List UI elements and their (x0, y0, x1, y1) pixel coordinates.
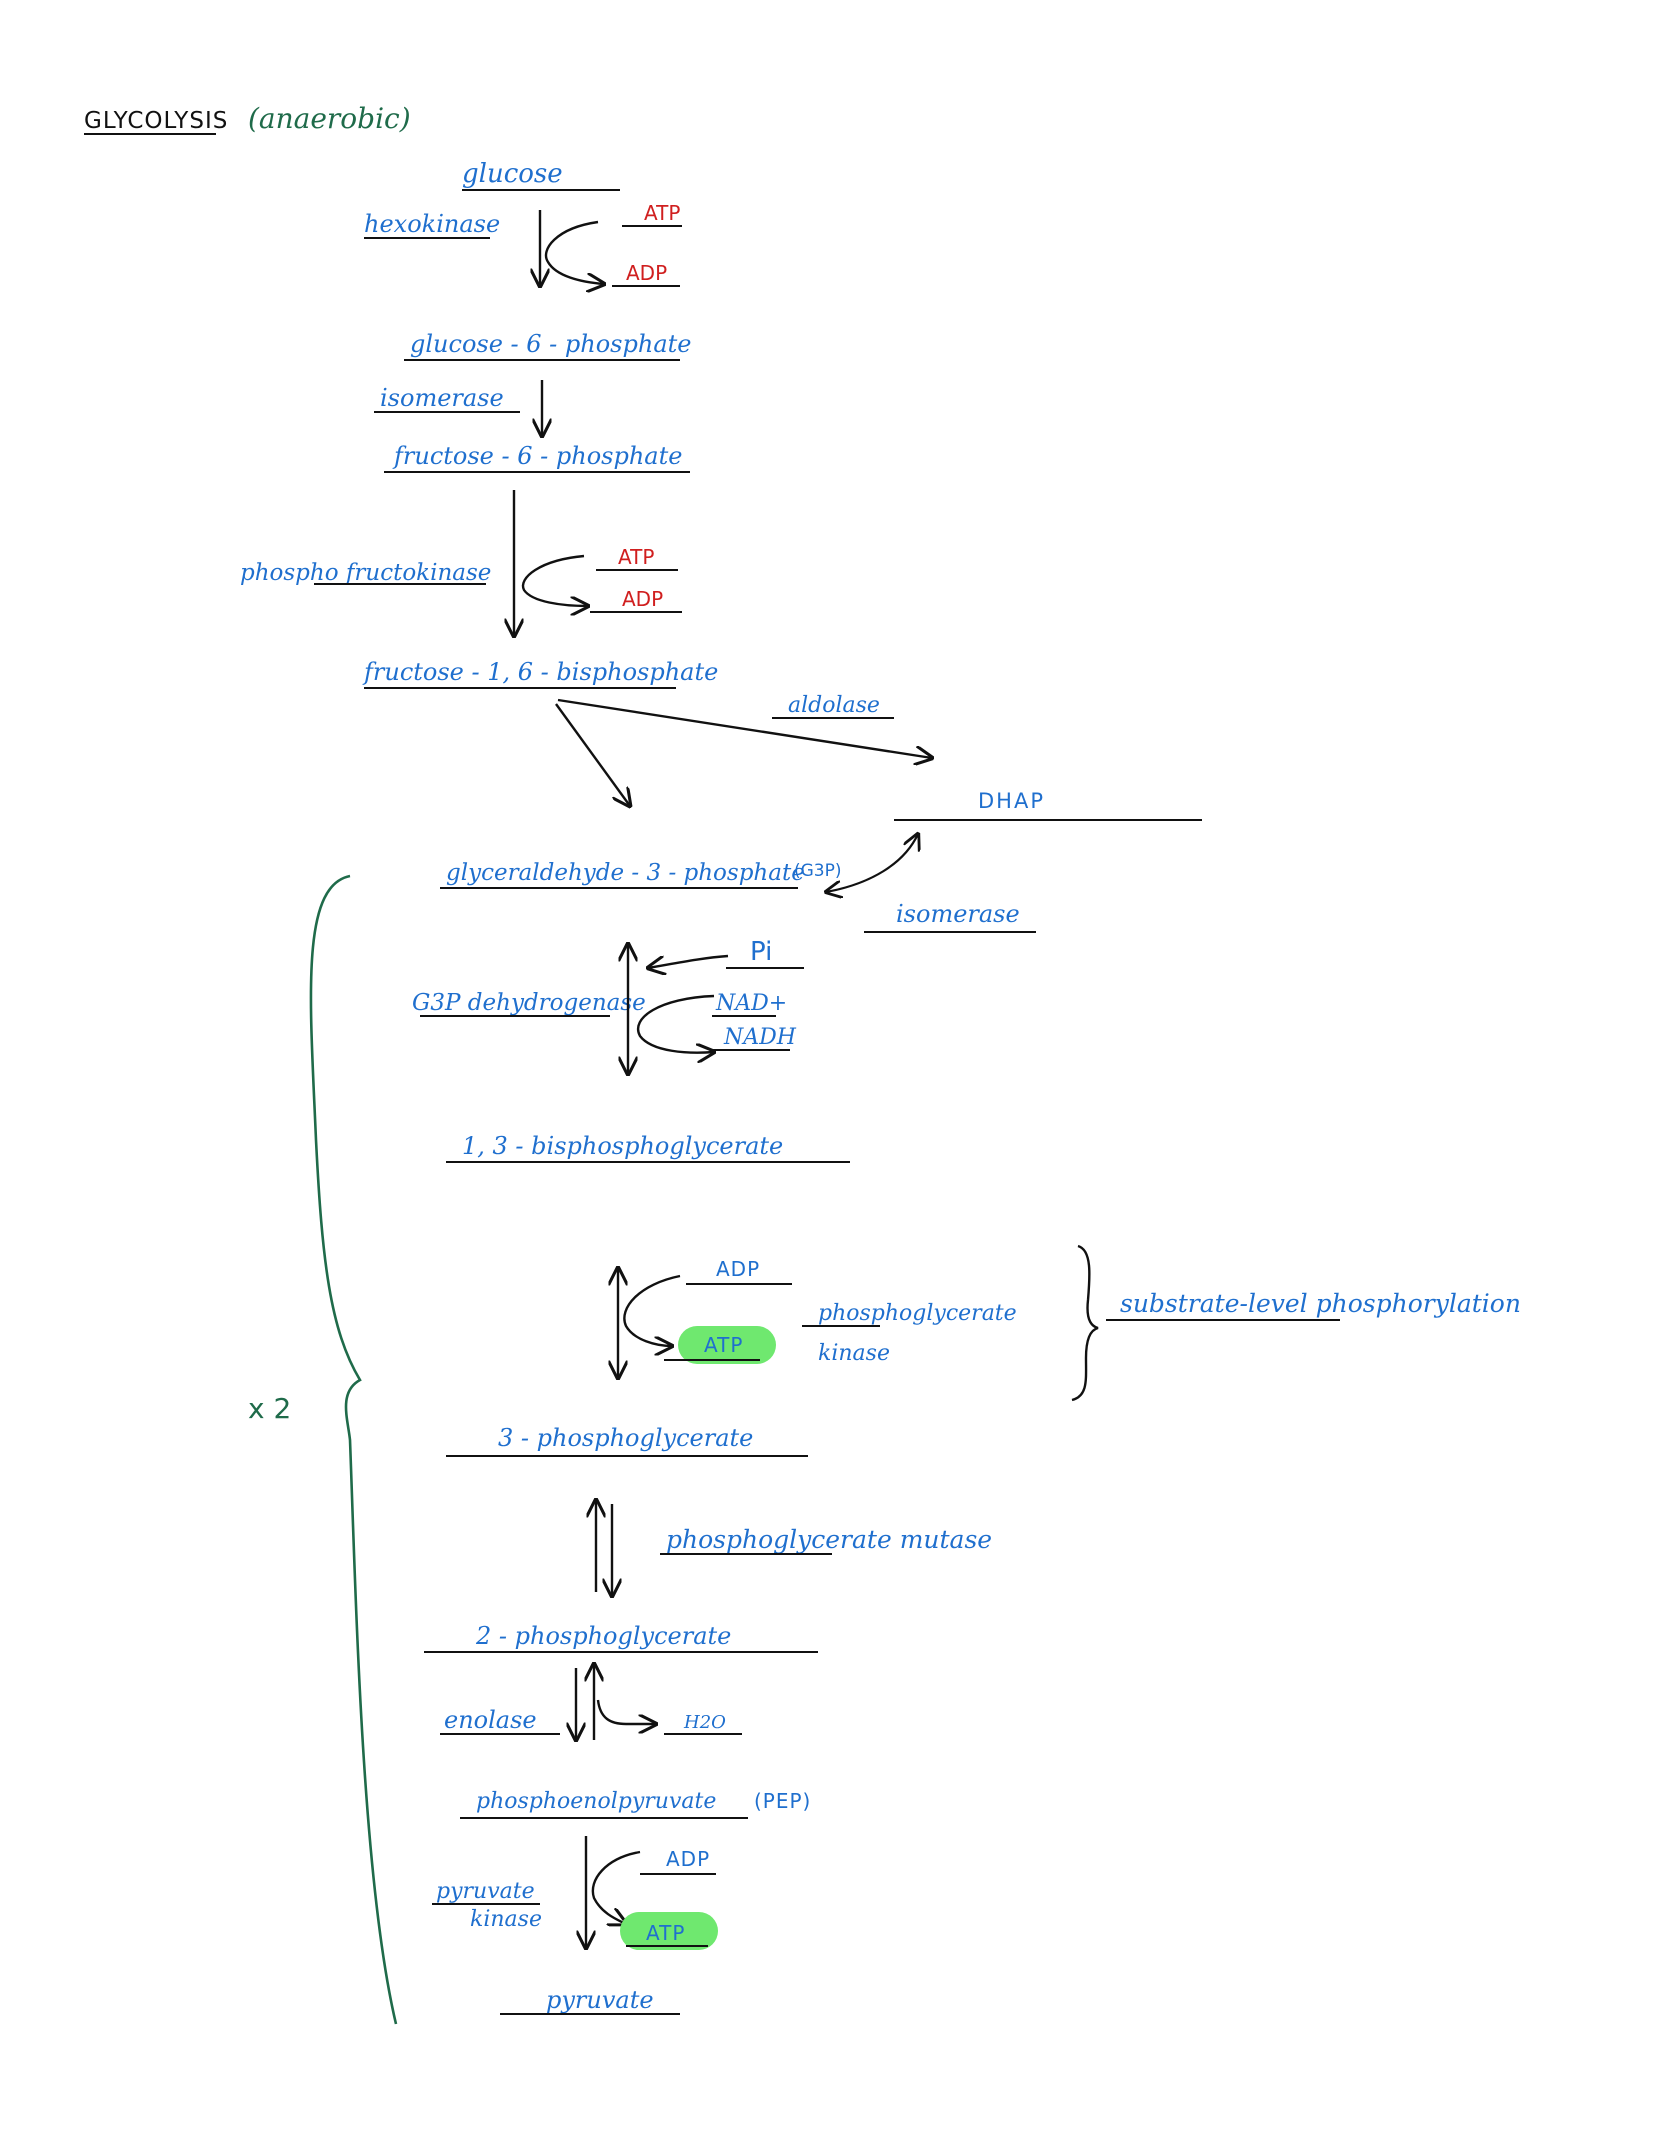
metabolite-3-phosphoglycerate: 3 - phosphoglycerate (498, 1424, 753, 1452)
metabolite-2-phosphoglycerate: 2 - phosphoglycerate (475, 1622, 731, 1650)
cofactor-curve (623, 1274, 681, 1346)
metabolite-fructose-6-phosphate: fructose - 6 - phosphate (392, 442, 682, 470)
pi-arrow (648, 954, 729, 968)
metabolite-phosphoenolpyruvate: phosphoenolpyruvate (476, 1789, 716, 1814)
metabolite-dhap: DHAP (978, 789, 1045, 813)
right-curly-brace (1071, 1244, 1099, 1402)
enzyme-pyruvate-kinase-line2: kinase (470, 1907, 542, 1932)
enzyme-phosphoglycerate-mutase: phosphoglycerate mutase (666, 1525, 992, 1554)
cofactor-pgk-adp: ADP (716, 1257, 760, 1281)
times-two-brace: x 2 (248, 874, 398, 2025)
metabolite-fructose-1-6-bisphosphate: fructose - 1, 6 - bisphosphate (362, 658, 718, 686)
times-two-label: x 2 (248, 1392, 291, 1425)
enzyme-pyruvate-kinase-line1: pyruvate (436, 1879, 535, 1904)
cofactor-pk-atp: ATP (646, 1921, 685, 1945)
enzyme-phosphofructokinase: phospho fructokinase (240, 560, 491, 586)
step-isomerase-1: glucose - 6 - phosphate isomerase fructo… (374, 330, 691, 473)
step-phosphoglycerate-kinase: ADP ATP phosphoglycerate kinase substrat… (446, 1244, 1521, 1457)
cofactor-pi: Pi (750, 937, 772, 967)
isomerase-curved-arrow (826, 834, 918, 892)
curly-brace (309, 874, 398, 2025)
cofactor-water: H2O (683, 1712, 726, 1733)
cofactor-pk-adp: ADP (666, 1847, 710, 1871)
enzyme-phosphoglycerate-kinase-line1: phosphoglycerate (818, 1301, 1017, 1326)
cofactor-curve (591, 1850, 641, 1924)
step-phosphoglycerate-mutase: phosphoglycerate mutase 2 - phosphoglyce… (424, 1500, 992, 1653)
cofactor-curve (521, 554, 588, 606)
enzyme-g3p-dehydrogenase: G3P dehydrogenase (412, 990, 646, 1016)
metabolite-pyruvate: pyruvate (546, 1986, 654, 2014)
step-phosphofructokinase: phospho fructokinase ATP ADP fructose - … (240, 490, 718, 689)
step-aldolase: aldolase DHAP (555, 693, 1202, 821)
split-arrow-to-dhap (557, 698, 932, 758)
step-isomerase-2: glyceraldehyde - 3 - phosphate (G3P) iso… (440, 834, 1036, 933)
step-hexokinase: glucose hexokinase ATP ADP (364, 159, 682, 286)
cofactor-pfk-atp: ATP (618, 545, 654, 569)
metabolite-glucose-6-phosphate: glucose - 6 - phosphate (410, 330, 691, 358)
cofactor-nad: NAD+ (715, 991, 787, 1016)
cofactor-hk-atp: ATP (644, 201, 680, 225)
enzyme-isomerase-2: isomerase (896, 900, 1020, 928)
substrate-level-phosphorylation-note: substrate-level phosphorylation (1120, 1289, 1521, 1318)
cofactor-nadh: NADH (723, 1025, 797, 1050)
metabolite-1-3-bisphosphoglycerate: 1, 3 - bisphosphoglycerate (462, 1132, 783, 1160)
page-title: GLYCOLYSIS (84, 108, 228, 134)
atp-highlight (620, 1912, 718, 1950)
step-g3p-dehydrogenase: G3P dehydrogenase Pi NAD+ NADH 1, 3 - bi… (412, 937, 850, 1163)
water-arrow (596, 1699, 656, 1724)
step-enolase: enolase H2O phosphoenolpyruvate (PEP) (440, 1664, 811, 1819)
step-pyruvate-kinase: pyruvate kinase ADP ATP pyruvate (432, 1836, 718, 2015)
metabolite-glucose: glucose (462, 159, 563, 189)
g3p-abbreviation: (G3P) (794, 861, 842, 881)
enzyme-hexokinase: hexokinase (364, 210, 500, 238)
page-subtitle: (anaerobic) (248, 102, 411, 135)
title-block: GLYCOLYSIS (anaerobic) (84, 102, 411, 135)
split-arrow-to-g3p (555, 703, 630, 806)
metabolite-glyceraldehyde-3-phosphate: glyceraldehyde - 3 - phosphate (446, 860, 805, 886)
enzyme-aldolase: aldolase (788, 693, 880, 718)
atp-highlight (678, 1326, 776, 1364)
cofactor-pgk-atp: ATP (704, 1333, 743, 1357)
enzyme-isomerase-1: isomerase (380, 384, 504, 412)
cofactor-pfk-adp: ADP (622, 587, 663, 611)
pep-abbreviation: (PEP) (754, 1789, 811, 1813)
enzyme-enolase: enolase (444, 1706, 537, 1734)
cofactor-curve (544, 220, 604, 284)
cofactor-hk-adp: ADP (626, 261, 667, 285)
cofactor-curve (637, 994, 714, 1053)
enzyme-phosphoglycerate-kinase-line2: kinase (818, 1341, 890, 1366)
